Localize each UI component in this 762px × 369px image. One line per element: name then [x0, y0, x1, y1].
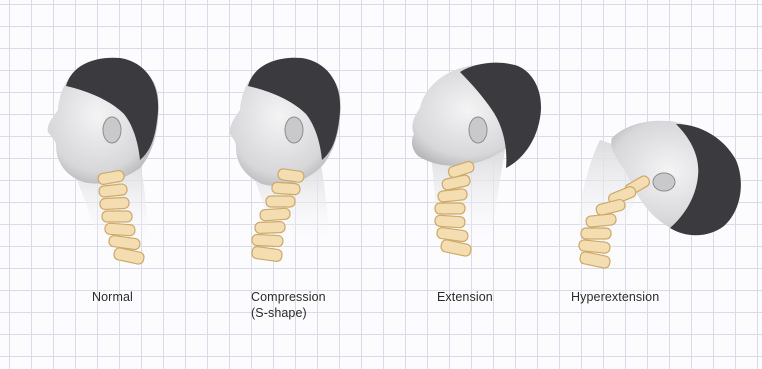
caption-extension: Extension — [437, 289, 493, 305]
caption-normal: Normal — [92, 289, 133, 305]
extension-figure — [412, 63, 541, 257]
hyperextension-ear — [653, 173, 675, 191]
hyperextension-figure — [576, 121, 741, 269]
normal-ear — [103, 117, 121, 143]
caption-hyperextension: Hyperextension — [571, 289, 659, 305]
compression-ear — [285, 117, 303, 143]
compression-figure — [230, 58, 341, 262]
caption-compression-sublabel: (S-shape) — [251, 305, 326, 321]
extension-ear — [469, 117, 487, 143]
caption-compression-label: Compression — [251, 290, 326, 304]
caption-compression: Compression (S-shape) — [251, 289, 326, 321]
normal-figure — [48, 58, 159, 265]
